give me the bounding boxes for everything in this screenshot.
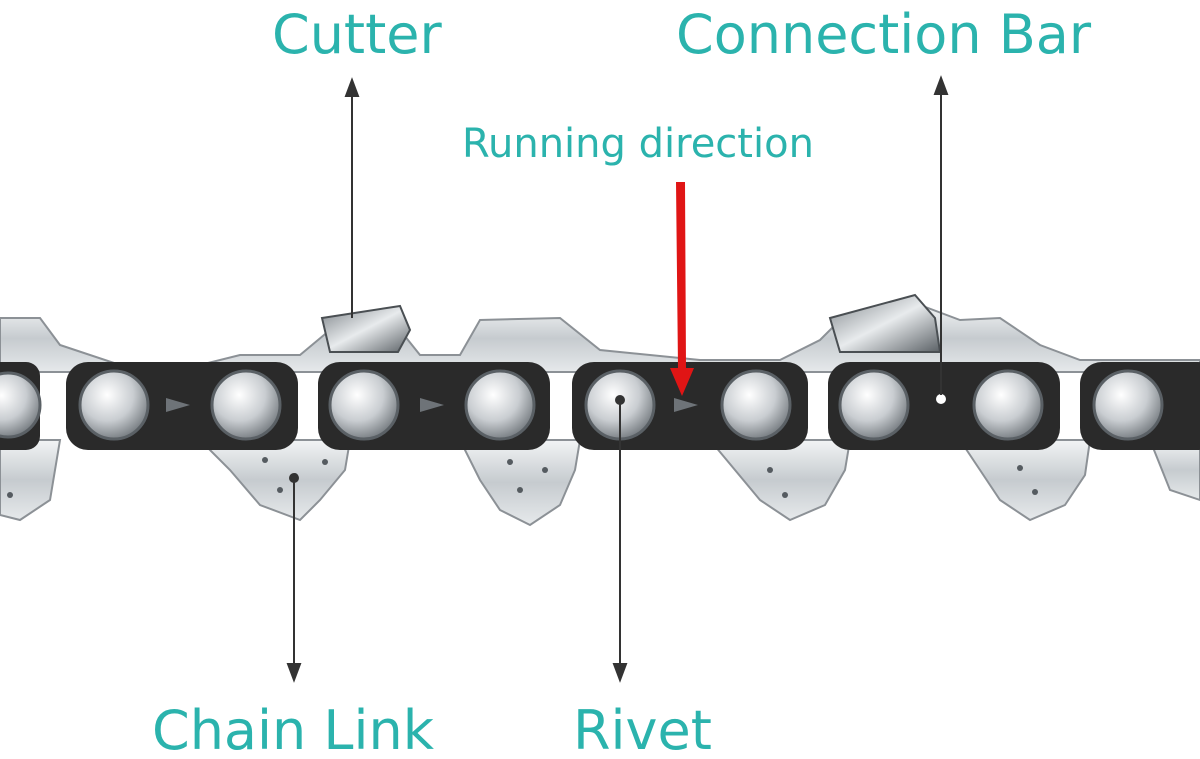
rivet-leader-dot [615, 395, 625, 405]
chain-link-leader-dot [289, 473, 299, 483]
plate-direction-marks [166, 398, 698, 412]
label-connection-bar: Connection Bar [676, 3, 1092, 66]
connection-bar-arrowhead [933, 75, 949, 95]
label-running-direction: Running direction [462, 121, 814, 167]
cutter-arrowhead [344, 77, 360, 97]
leader-lines [286, 75, 949, 683]
cutter-left [320, 304, 412, 353]
running-direction-arrow [670, 182, 694, 396]
label-chain-link: Chain Link [152, 699, 434, 759]
connection-bar-dot [936, 394, 946, 404]
chain-drive-links [0, 439, 1200, 527]
label-rivet: Rivet [573, 699, 712, 759]
chain-upper-steel-profile [0, 303, 1200, 373]
label-cutter: Cutter [272, 3, 442, 66]
cutter-right [828, 293, 942, 353]
rivet-arrowhead [612, 663, 628, 683]
chain-link-arrowhead [286, 663, 302, 683]
